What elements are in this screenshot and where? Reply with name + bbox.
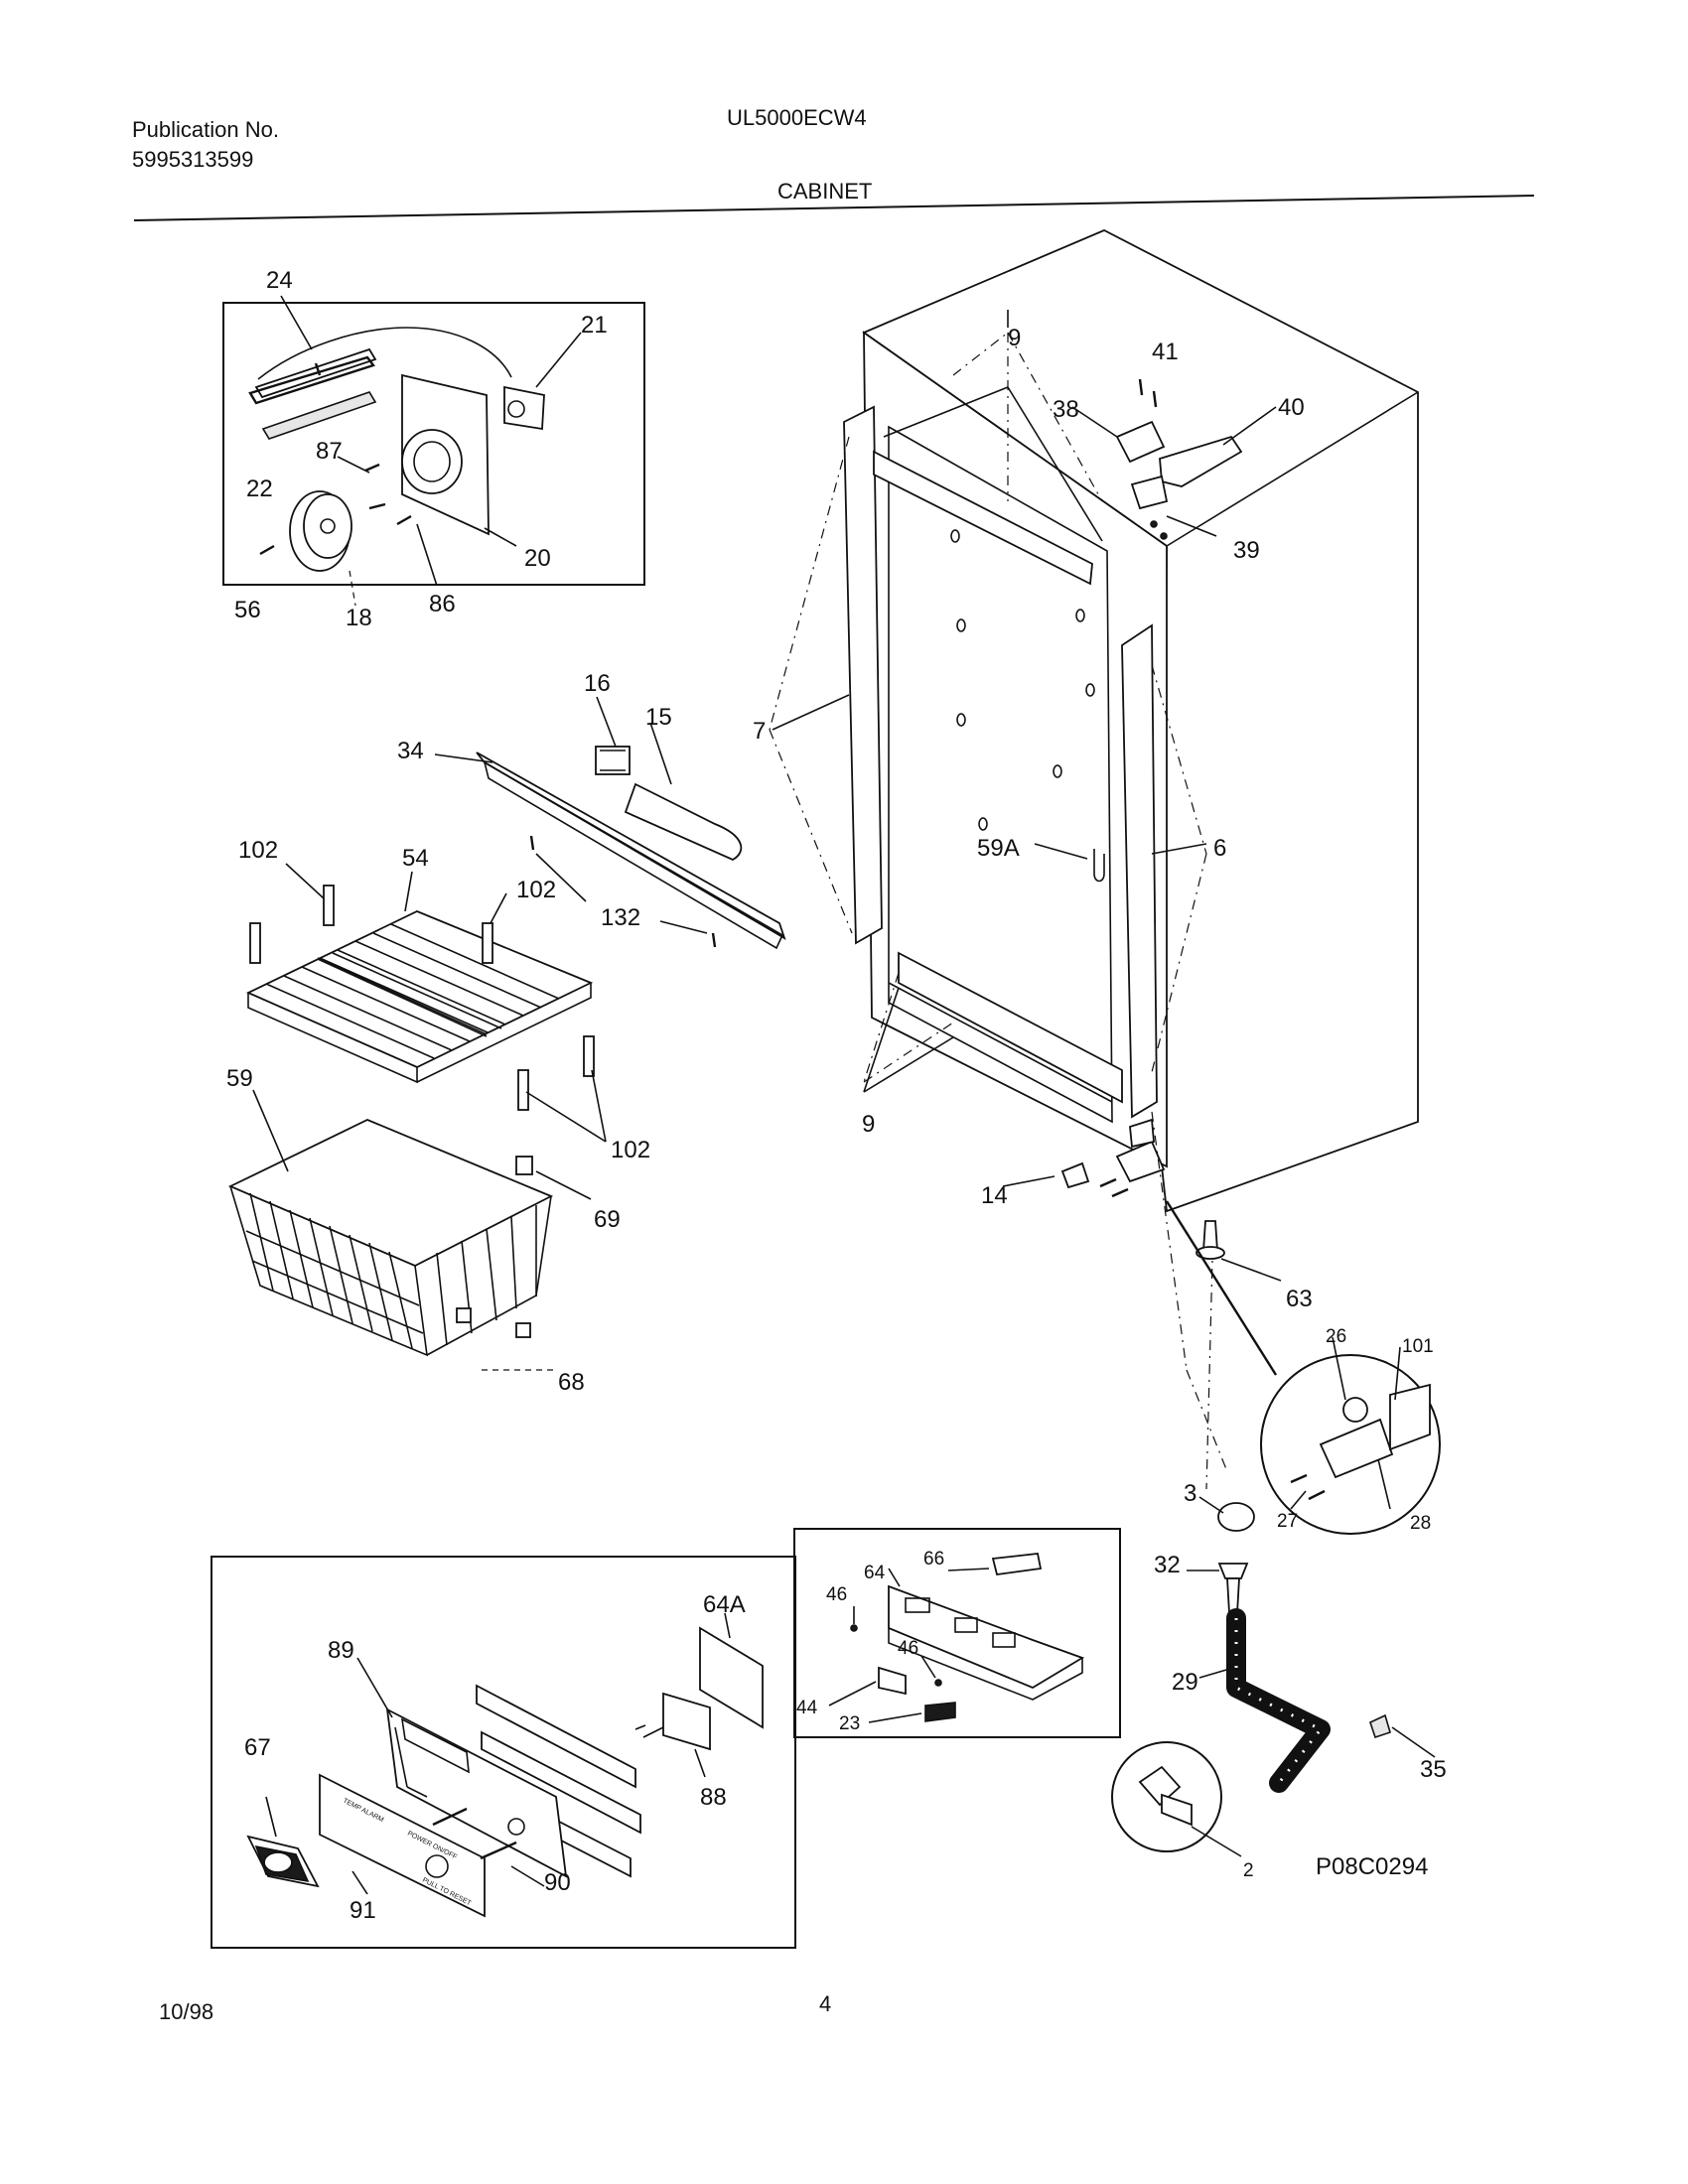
footer-date: 10/98 (159, 1999, 214, 2024)
callout-54: 54 (402, 845, 429, 872)
light-bar-assembly (434, 696, 786, 950)
callout-88: 88 (700, 1784, 727, 1811)
fan-motor-inset (222, 295, 645, 607)
callout-89: 89 (328, 1637, 354, 1664)
callout-87: 87 (316, 438, 343, 465)
callout-23: 23 (839, 1713, 860, 1734)
callout-63: 63 (1286, 1286, 1313, 1312)
callout-29: 29 (1172, 1669, 1198, 1696)
callout-7: 7 (753, 718, 766, 745)
callout-26: 26 (1326, 1326, 1346, 1347)
callout-32: 32 (1154, 1552, 1181, 1578)
callout-66: 66 (923, 1549, 944, 1570)
callout-132: 132 (601, 904, 640, 931)
wire-shelf (245, 863, 607, 1143)
cabinet-body (769, 229, 1419, 1490)
callout-69: 69 (594, 1206, 621, 1233)
callout-35: 35 (1420, 1756, 1447, 1783)
callout-46-top: 46 (826, 1584, 847, 1605)
control-panel-inset: TEMP ALARM POWER ON/OFF PULL TO RESET (211, 1556, 796, 1949)
header-rule (133, 195, 1535, 221)
callout-15: 15 (645, 704, 672, 731)
leveling-and-drain-parts (1111, 1200, 1441, 1857)
callout-56: 56 (234, 597, 261, 623)
callout-64: 64 (864, 1563, 886, 1583)
callout-14: 14 (981, 1182, 1008, 1209)
callout-102-mid: 102 (516, 877, 556, 903)
callout-34: 34 (397, 738, 424, 764)
page-number: 4 (819, 1991, 832, 2016)
callout-44: 44 (796, 1698, 818, 1718)
callout-46-bottom: 46 (898, 1638, 918, 1659)
callout-40: 40 (1278, 394, 1305, 421)
section-title: CABINET (777, 179, 873, 204)
publication-label: Publication No. (132, 117, 279, 142)
callout-9-top: 9 (1008, 325, 1021, 351)
callout-9-bottom: 9 (862, 1111, 875, 1138)
light-switch-inset (793, 1528, 1121, 1738)
callout-39: 39 (1233, 537, 1260, 564)
callout-67: 67 (244, 1734, 271, 1761)
callout-21: 21 (581, 312, 608, 339)
callout-68: 68 (558, 1369, 585, 1396)
callout-102-right: 102 (611, 1137, 650, 1163)
callout-22: 22 (246, 476, 273, 502)
model-number: UL5000ECW4 (727, 105, 867, 130)
callout-28: 28 (1410, 1513, 1431, 1534)
publication-number: 5995313599 (132, 147, 254, 172)
callout-24: 24 (266, 267, 293, 294)
callout-86: 86 (429, 591, 456, 617)
callout-6: 6 (1213, 835, 1226, 862)
callout-90: 90 (544, 1869, 571, 1896)
callout-101: 101 (1402, 1336, 1434, 1357)
callout-16: 16 (584, 670, 611, 697)
callout-41: 41 (1152, 339, 1179, 365)
wire-basket (227, 1089, 592, 1371)
callout-59: 59 (226, 1065, 253, 1092)
callout-3: 3 (1184, 1480, 1196, 1507)
callout-64A: 64A (703, 1591, 746, 1618)
callout-38: 38 (1053, 396, 1079, 423)
callout-20: 20 (524, 545, 551, 572)
callout-2: 2 (1243, 1860, 1254, 1881)
drawing-id: P08C0294 (1316, 1853, 1429, 1880)
callout-labels: 24 21 22 87 20 56 18 86 16 15 34 102 54 … (226, 267, 1447, 1924)
callout-102-left: 102 (238, 837, 278, 864)
callout-91: 91 (350, 1897, 376, 1924)
callout-27: 27 (1277, 1511, 1298, 1532)
callout-18: 18 (346, 605, 372, 631)
callout-59A: 59A (977, 835, 1020, 862)
